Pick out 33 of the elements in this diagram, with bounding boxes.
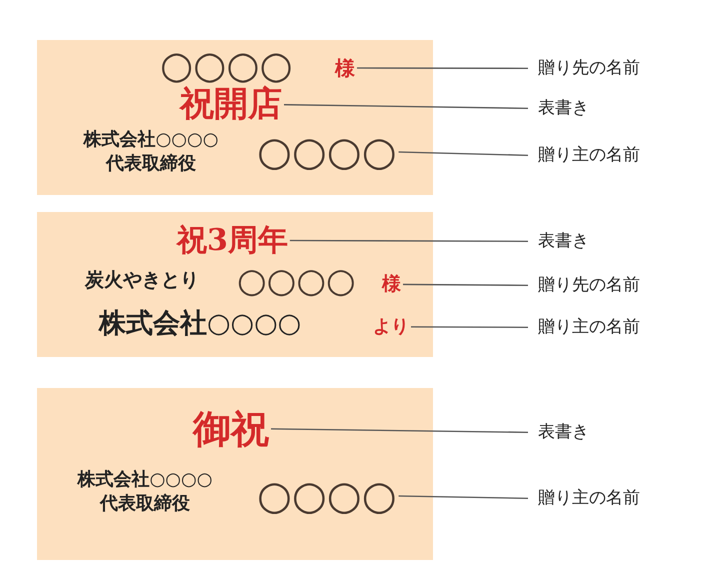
callout-label: 表書き: [538, 232, 589, 251]
callout-label: 表書き: [538, 423, 589, 442]
callout-label: 贈り先の名前: [538, 276, 640, 295]
leader-line: [411, 326, 528, 328]
name-fill-in-field: ○○○○: [237, 264, 356, 298]
callout-label: 表書き: [538, 99, 589, 118]
sender-company-text: 株式会社○○○○ 代表取締役: [51, 128, 251, 177]
sender-company-text: 株式会社○○○○: [99, 309, 302, 339]
name-fill-in-field: ○○○○: [257, 132, 397, 172]
honorific-text: 様: [335, 57, 355, 79]
leader-line: [290, 240, 528, 242]
shop-name-text: 炭火やきとり: [85, 270, 199, 291]
leader-line: [403, 284, 528, 286]
sender-company-text: 株式会社○○○○ 代表取締役: [45, 468, 245, 517]
callout-label: 贈り主の名前: [538, 318, 640, 337]
callout-label: 贈り主の名前: [538, 146, 640, 165]
card-background: [37, 40, 433, 195]
honorific-text: 様: [382, 274, 401, 295]
leader-line: [398, 151, 528, 156]
callout-label: 贈り先の名前: [538, 59, 640, 78]
greeting-text: 祝3周年: [177, 224, 288, 257]
name-fill-in-field: ○○○○: [257, 476, 397, 516]
card-background: [37, 212, 433, 357]
greeting-text: 祝開店: [180, 86, 282, 124]
callout-label: 贈り主の名前: [538, 489, 640, 508]
name-fill-in-field: ○○○○: [160, 46, 293, 84]
leader-line: [271, 428, 528, 433]
leader-line: [398, 495, 528, 499]
leader-line: [357, 67, 528, 69]
leader-line: [284, 104, 528, 109]
card-background: [37, 388, 433, 560]
greeting-text: 御祝: [193, 408, 269, 450]
from-text: より: [373, 317, 409, 337]
